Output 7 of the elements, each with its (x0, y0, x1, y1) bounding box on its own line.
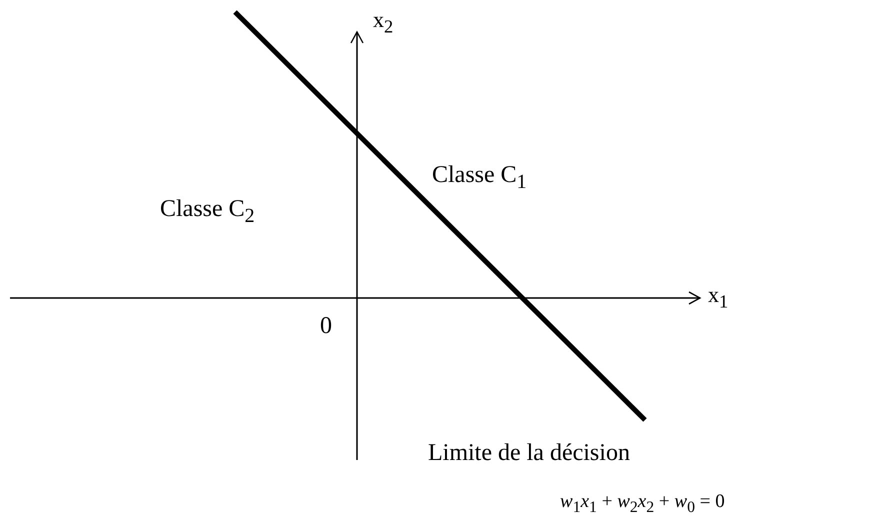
axis-label: x$_{1}$ (708, 283, 728, 312)
boundary-label: Limite de la décision (428, 440, 630, 466)
region-label: Classe C$_{1}$ (432, 162, 527, 193)
region-label: Classe C$_{2}$ (160, 196, 255, 227)
axis-label: x$_{2}$ (373, 8, 394, 37)
equation: w$_{1}$x$_{1}$ + w$_{2}$x$_{2}$ + w$_{0}$ = 0 (560, 492, 725, 516)
origin-label: 0 (320, 313, 332, 340)
